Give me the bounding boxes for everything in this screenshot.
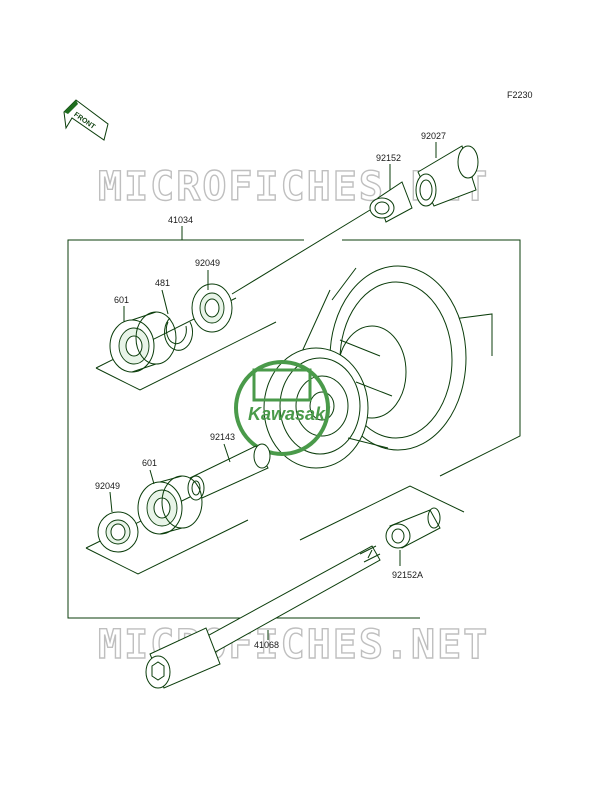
assembly-box-outline-right xyxy=(342,239,521,477)
kawasaki-logo: Kawasaki xyxy=(234,360,331,456)
collar-92152A xyxy=(385,507,441,549)
bearing-601-bottom xyxy=(137,475,203,535)
collar-92027 xyxy=(415,145,479,207)
part-label-601-top[interactable]: 601 xyxy=(114,295,129,305)
bearing-601-top xyxy=(109,311,177,373)
part-label-92143[interactable]: 92143 xyxy=(210,432,235,442)
oil-seal-92049-bottom xyxy=(97,511,139,553)
part-label-92027[interactable]: 92027 xyxy=(421,131,446,141)
axle-41068 xyxy=(145,545,381,689)
part-label-481[interactable]: 481 xyxy=(155,278,170,288)
part-label-41068[interactable]: 41068 xyxy=(254,640,279,650)
wheel-hub xyxy=(263,265,467,469)
part-label-601-bottom[interactable]: 601 xyxy=(142,458,157,468)
part-label-92049-bottom[interactable]: 92049 xyxy=(95,481,120,491)
part-label-92152[interactable]: 92152 xyxy=(376,153,401,163)
diagram-code: F2230 xyxy=(507,90,533,100)
oil-seal-92049-top xyxy=(191,283,233,333)
part-label-92152A[interactable]: 92152A xyxy=(392,570,423,580)
circlip-481 xyxy=(164,317,194,351)
part-label-41034[interactable]: 41034 xyxy=(168,215,193,225)
collar-92152 xyxy=(369,181,413,223)
front-arrow-icon: FRONT xyxy=(63,99,109,141)
spacer-92143 xyxy=(187,443,271,501)
part-label-92049-top[interactable]: 92049 xyxy=(195,258,220,268)
leader-lines xyxy=(109,142,437,640)
brand-text: Kawasaki xyxy=(248,404,331,424)
